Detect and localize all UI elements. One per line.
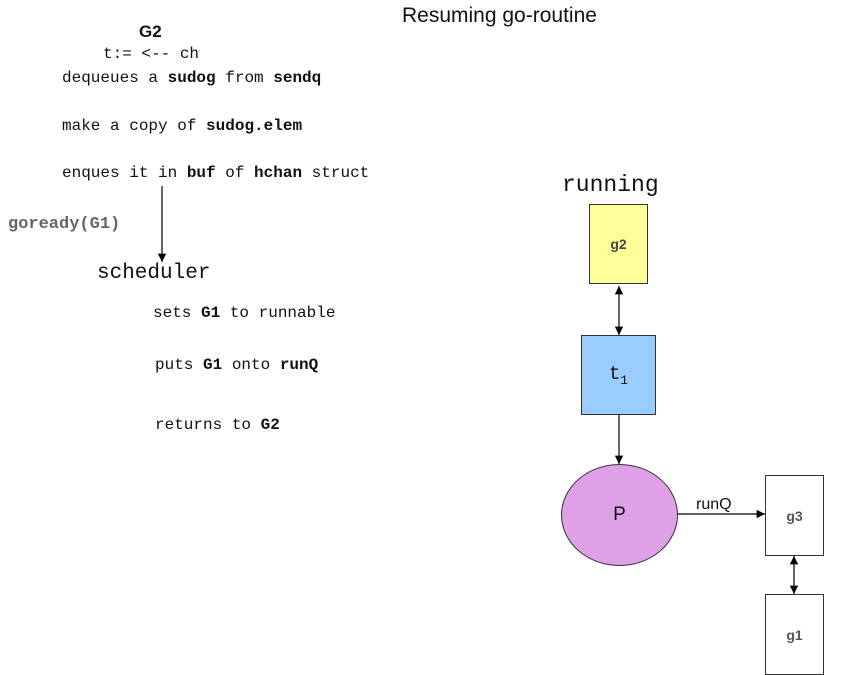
text-segment: struct xyxy=(302,164,370,182)
scheduler-step-return: returns to G2 xyxy=(155,416,280,434)
receive-statement: t:= <-- ch xyxy=(103,45,200,63)
thread-label: t1 xyxy=(609,363,628,388)
text-segment: returns to xyxy=(155,416,261,434)
scheduler-label: scheduler xyxy=(97,262,211,285)
code-term: G2 xyxy=(260,416,280,434)
code-term: G1 xyxy=(203,356,223,374)
code-term: hchan xyxy=(254,164,303,182)
runq-label: runQ xyxy=(696,496,732,513)
text-segment: of xyxy=(215,164,255,182)
code-term: sendq xyxy=(273,69,322,87)
step-dequeue: dequeues a sudog from sendq xyxy=(62,69,321,87)
text-segment: make a copy of xyxy=(62,117,207,135)
text-segment: puts xyxy=(155,356,204,374)
text-segment: sets xyxy=(153,304,202,322)
text-segment: dequeues a xyxy=(62,69,168,87)
text-segment: to runnable xyxy=(220,304,336,322)
code-term: sudog xyxy=(167,69,216,87)
text-segment: onto xyxy=(222,356,280,374)
queue-box-g1: g1 xyxy=(765,594,824,675)
text-segment: enques it in xyxy=(62,164,187,182)
code-term: G1 xyxy=(201,304,221,322)
step-copy: make a copy of sudog.elem xyxy=(62,117,302,135)
g2-box-label: g2 xyxy=(610,236,627,252)
thread-subscript: 1 xyxy=(620,372,629,388)
thread-name: t xyxy=(608,362,621,385)
code-term: sudog.elem xyxy=(206,117,303,135)
code-term: runQ xyxy=(279,356,319,374)
scheduler-step-runnable: sets G1 to runnable xyxy=(153,304,335,322)
queue-box-g3: g3 xyxy=(765,475,824,556)
diagram-title: Resuming go-routine xyxy=(402,4,597,27)
goready-label: goready(G1) xyxy=(8,215,121,234)
scheduler-step-runq: puts G1 onto runQ xyxy=(155,356,318,374)
running-label: running xyxy=(562,172,659,198)
code-term: buf xyxy=(186,164,216,182)
step-enqueue: enques it in buf of hchan struct xyxy=(62,164,369,182)
processor-label: P xyxy=(613,504,626,525)
processor-circle: P xyxy=(561,464,678,566)
goroutine-header: G2 xyxy=(139,22,162,41)
g2-running-box: g2 xyxy=(589,204,648,284)
queue-label-g1: g1 xyxy=(786,626,803,643)
thread-box: t1 xyxy=(581,335,656,415)
text-segment: from xyxy=(215,69,274,87)
queue-label-g3: g3 xyxy=(786,507,803,524)
